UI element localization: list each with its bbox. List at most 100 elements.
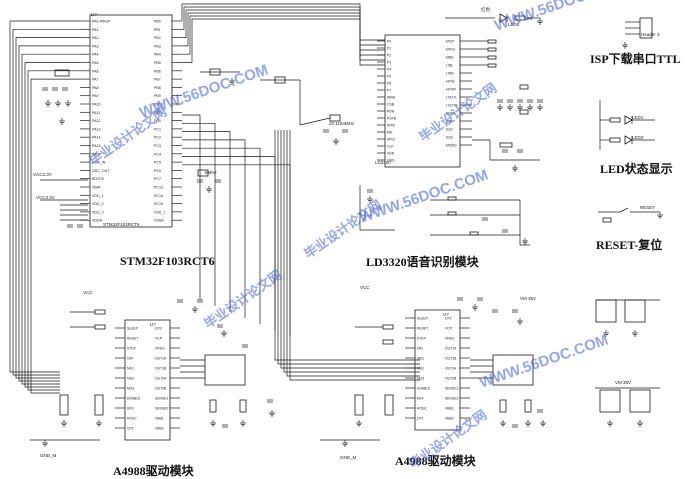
bus-wire <box>12 28 80 376</box>
mcu-pin-label: PC14 <box>154 194 163 198</box>
bus-wire <box>18 45 80 382</box>
a4988-pin-label: MS3 <box>417 377 424 381</box>
resistor <box>609 137 621 143</box>
ld3320-pin-label: MICP <box>446 40 455 44</box>
mcu-pin-label: PC2 <box>154 136 161 140</box>
a4988-pin-label: ENABLE <box>417 387 431 391</box>
bus-wire <box>182 139 246 318</box>
ld3320-pin-label: P0 <box>387 40 391 44</box>
ld3320-pin-label: VDD <box>387 152 395 156</box>
resistor <box>602 217 612 223</box>
a4988-pin-label: REF <box>417 397 424 401</box>
resistor <box>487 63 497 68</box>
power-led-label: 红色 <box>481 7 490 12</box>
vcc33-label: VCC3.3V <box>33 172 52 177</box>
mcu-pin-label: PB10 <box>154 103 163 107</box>
mcu-chip <box>89 14 173 228</box>
resistor <box>354 394 364 416</box>
ld3320-pin-label: CSB <box>387 103 395 107</box>
a4988-pin-label: ROSC <box>127 417 137 421</box>
gnd-m-label-2: GND_M <box>340 455 357 460</box>
reset-switch-symbol <box>619 207 629 213</box>
ld3320-ref: LD3320 <box>375 160 391 165</box>
bus-wire <box>182 122 216 306</box>
voice-module-title: LD3320语音识别模块 <box>366 255 479 269</box>
mcu-pin-label: PA9 <box>92 94 99 98</box>
vmot-label: VM 35V <box>520 296 537 301</box>
a4988-chip-left <box>124 319 171 441</box>
vmot-cap <box>624 299 646 323</box>
bus-wire <box>283 130 420 373</box>
ld3320-pin-label: P1 <box>387 47 391 51</box>
a4988-pin-label: VBB1 <box>445 407 454 411</box>
a4988-pin-label: MS2 <box>417 367 424 371</box>
mcu-pin-label: PB11 <box>154 111 163 115</box>
vmot-cap <box>599 389 621 413</box>
a4988-chip-right <box>414 309 461 431</box>
gnd-m-label: GND_M <box>40 453 57 458</box>
a4988-pin-label: SLEEP <box>127 327 139 331</box>
mcu-pin-label: VDD_1 <box>92 194 104 198</box>
mcu-pin-label: VBAT <box>92 186 102 190</box>
a4988-left-ref: U? <box>150 322 156 327</box>
resistor <box>382 324 394 330</box>
mcu-pin-label: NRST <box>92 152 103 156</box>
mcu-pin-label: PA11 <box>92 111 100 115</box>
a4988-pin-label: VREG <box>155 347 165 351</box>
vcc33-label-2: VCC3.3V <box>36 195 55 200</box>
a4988-pin-label: OUT2A <box>155 377 167 381</box>
bus-wire <box>182 18 385 66</box>
status-led-symbol <box>624 135 633 145</box>
a4988-pin-label: CP1 <box>127 427 134 431</box>
bus-wire <box>277 130 420 365</box>
a4988-pin-label: MS3 <box>127 387 134 391</box>
a4988-pin-label: ENABLE <box>127 397 141 401</box>
a4988-pin-label: DIR <box>417 347 423 351</box>
reset-switch-label: RESET <box>640 205 656 210</box>
a4988-pin-label: MS1 <box>127 367 134 371</box>
motor-header-left <box>204 354 246 386</box>
vcc-label-a4988: VCC <box>83 290 93 295</box>
mcu-part: STM32F103RCT6 <box>103 222 140 227</box>
vcc-label-a4988-r: VCC <box>360 285 370 290</box>
a4988-pin-label: OUT2B <box>445 377 457 381</box>
a4988-pin-label: SLEEP <box>417 317 429 321</box>
ld3320-pin-label: LOUTR <box>446 104 458 108</box>
a4988-pin-label: OUT2A <box>445 367 457 371</box>
crystal <box>197 169 209 177</box>
ld3320-pin-label: EQ3 <box>446 136 453 140</box>
bus-wire <box>15 37 80 379</box>
wire <box>472 139 540 161</box>
switch <box>209 68 221 76</box>
mcu-pin-label: PA4 <box>92 53 99 57</box>
resistor <box>469 231 479 236</box>
mcu-pin-label: PC13 <box>154 186 163 190</box>
mcu-pin-label: PA14 <box>92 136 101 140</box>
ld3320-pin-label: MBS <box>446 56 454 60</box>
ld3320-pin-label: EQ1 <box>446 120 453 124</box>
resistor <box>519 109 529 115</box>
bus-wire <box>182 6 385 46</box>
a4988-pin-label: OUT1A <box>155 357 167 361</box>
bus-wire <box>182 15 385 61</box>
resistor <box>487 39 497 44</box>
a4988-pin-label: OUT1B <box>445 357 457 361</box>
ld3320-pin-label: P5 <box>387 75 391 79</box>
a4988-pin-label: VBB1 <box>155 417 164 421</box>
ld3320-pin-label: RSTB <box>387 117 397 121</box>
bus-wire <box>286 130 420 377</box>
mcu-pin-label: PC7 <box>154 177 161 181</box>
mcu-pin-label: OSC_OUT <box>92 169 110 173</box>
resistor <box>239 399 247 413</box>
ld3320-pin-label: P7 <box>387 89 391 93</box>
ld3320-pin-label: RDB <box>387 110 395 114</box>
resistor <box>447 196 457 201</box>
mcu-pin-label: PC0 <box>154 119 161 123</box>
isp-header-label: Header 3 <box>641 32 660 37</box>
mcu-pin-label: PA2 <box>92 36 99 40</box>
resistor <box>209 399 217 413</box>
crystal-ld-label: 22.1184MHz <box>329 121 355 126</box>
bus-wire <box>9 20 80 373</box>
a4988-pin-label: OUT1A <box>445 347 457 351</box>
mcu-pin-label: PA3 <box>92 44 99 48</box>
